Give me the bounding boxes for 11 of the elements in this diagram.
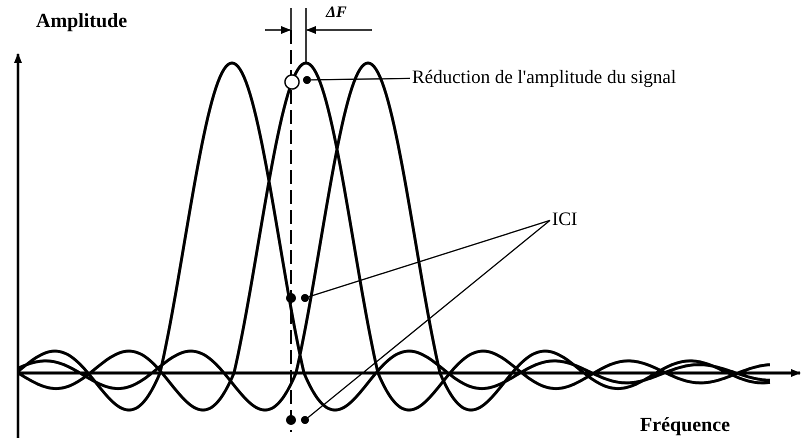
leader-line <box>308 220 550 418</box>
callout-text: ICI <box>552 210 578 231</box>
delta-f-label: ΔF <box>326 4 347 22</box>
leader-line <box>308 220 550 298</box>
callout-text: Réduction de l'amplitude du signal <box>412 68 676 89</box>
axis-title: Amplitude <box>36 10 128 32</box>
marker-dot <box>301 416 309 424</box>
axis-title: Fréquence <box>640 414 730 436</box>
marker-dot <box>301 294 309 302</box>
marker-dot <box>303 76 311 84</box>
leader-line <box>311 78 410 81</box>
